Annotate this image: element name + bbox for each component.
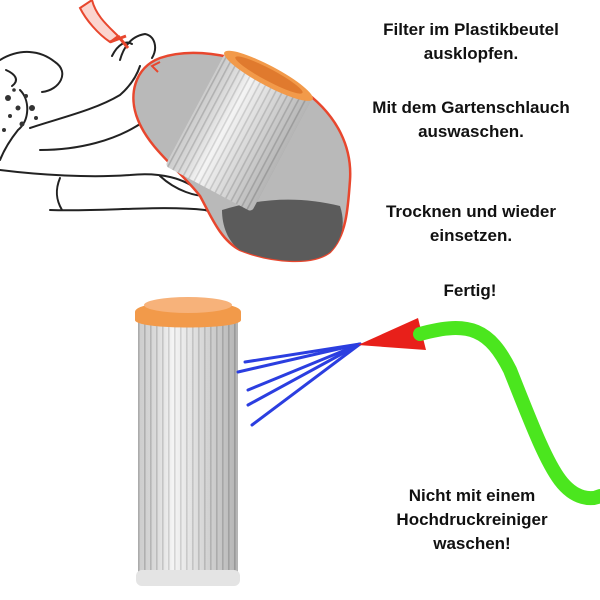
bag-tie — [78, 0, 130, 49]
step-3-text: Trocknen und wieder einsetzen. — [385, 202, 557, 245]
step-2-text: Mit dem Gartenschlauch auswaschen. — [372, 98, 570, 141]
water-spray — [236, 342, 362, 427]
step-1-text: Filter im Plastikbeutel ausklopfen. — [383, 20, 559, 63]
hose-nozzle — [358, 318, 426, 350]
plastic-bag — [132, 50, 352, 263]
dust-particles — [2, 88, 38, 132]
step-4-text: Fertig! — [443, 281, 497, 300]
garden-hose — [413, 321, 600, 505]
filter-cartridge — [135, 297, 241, 586]
warning-text: Nicht mit einem Hochdruckreiniger wasche… — [396, 486, 548, 553]
